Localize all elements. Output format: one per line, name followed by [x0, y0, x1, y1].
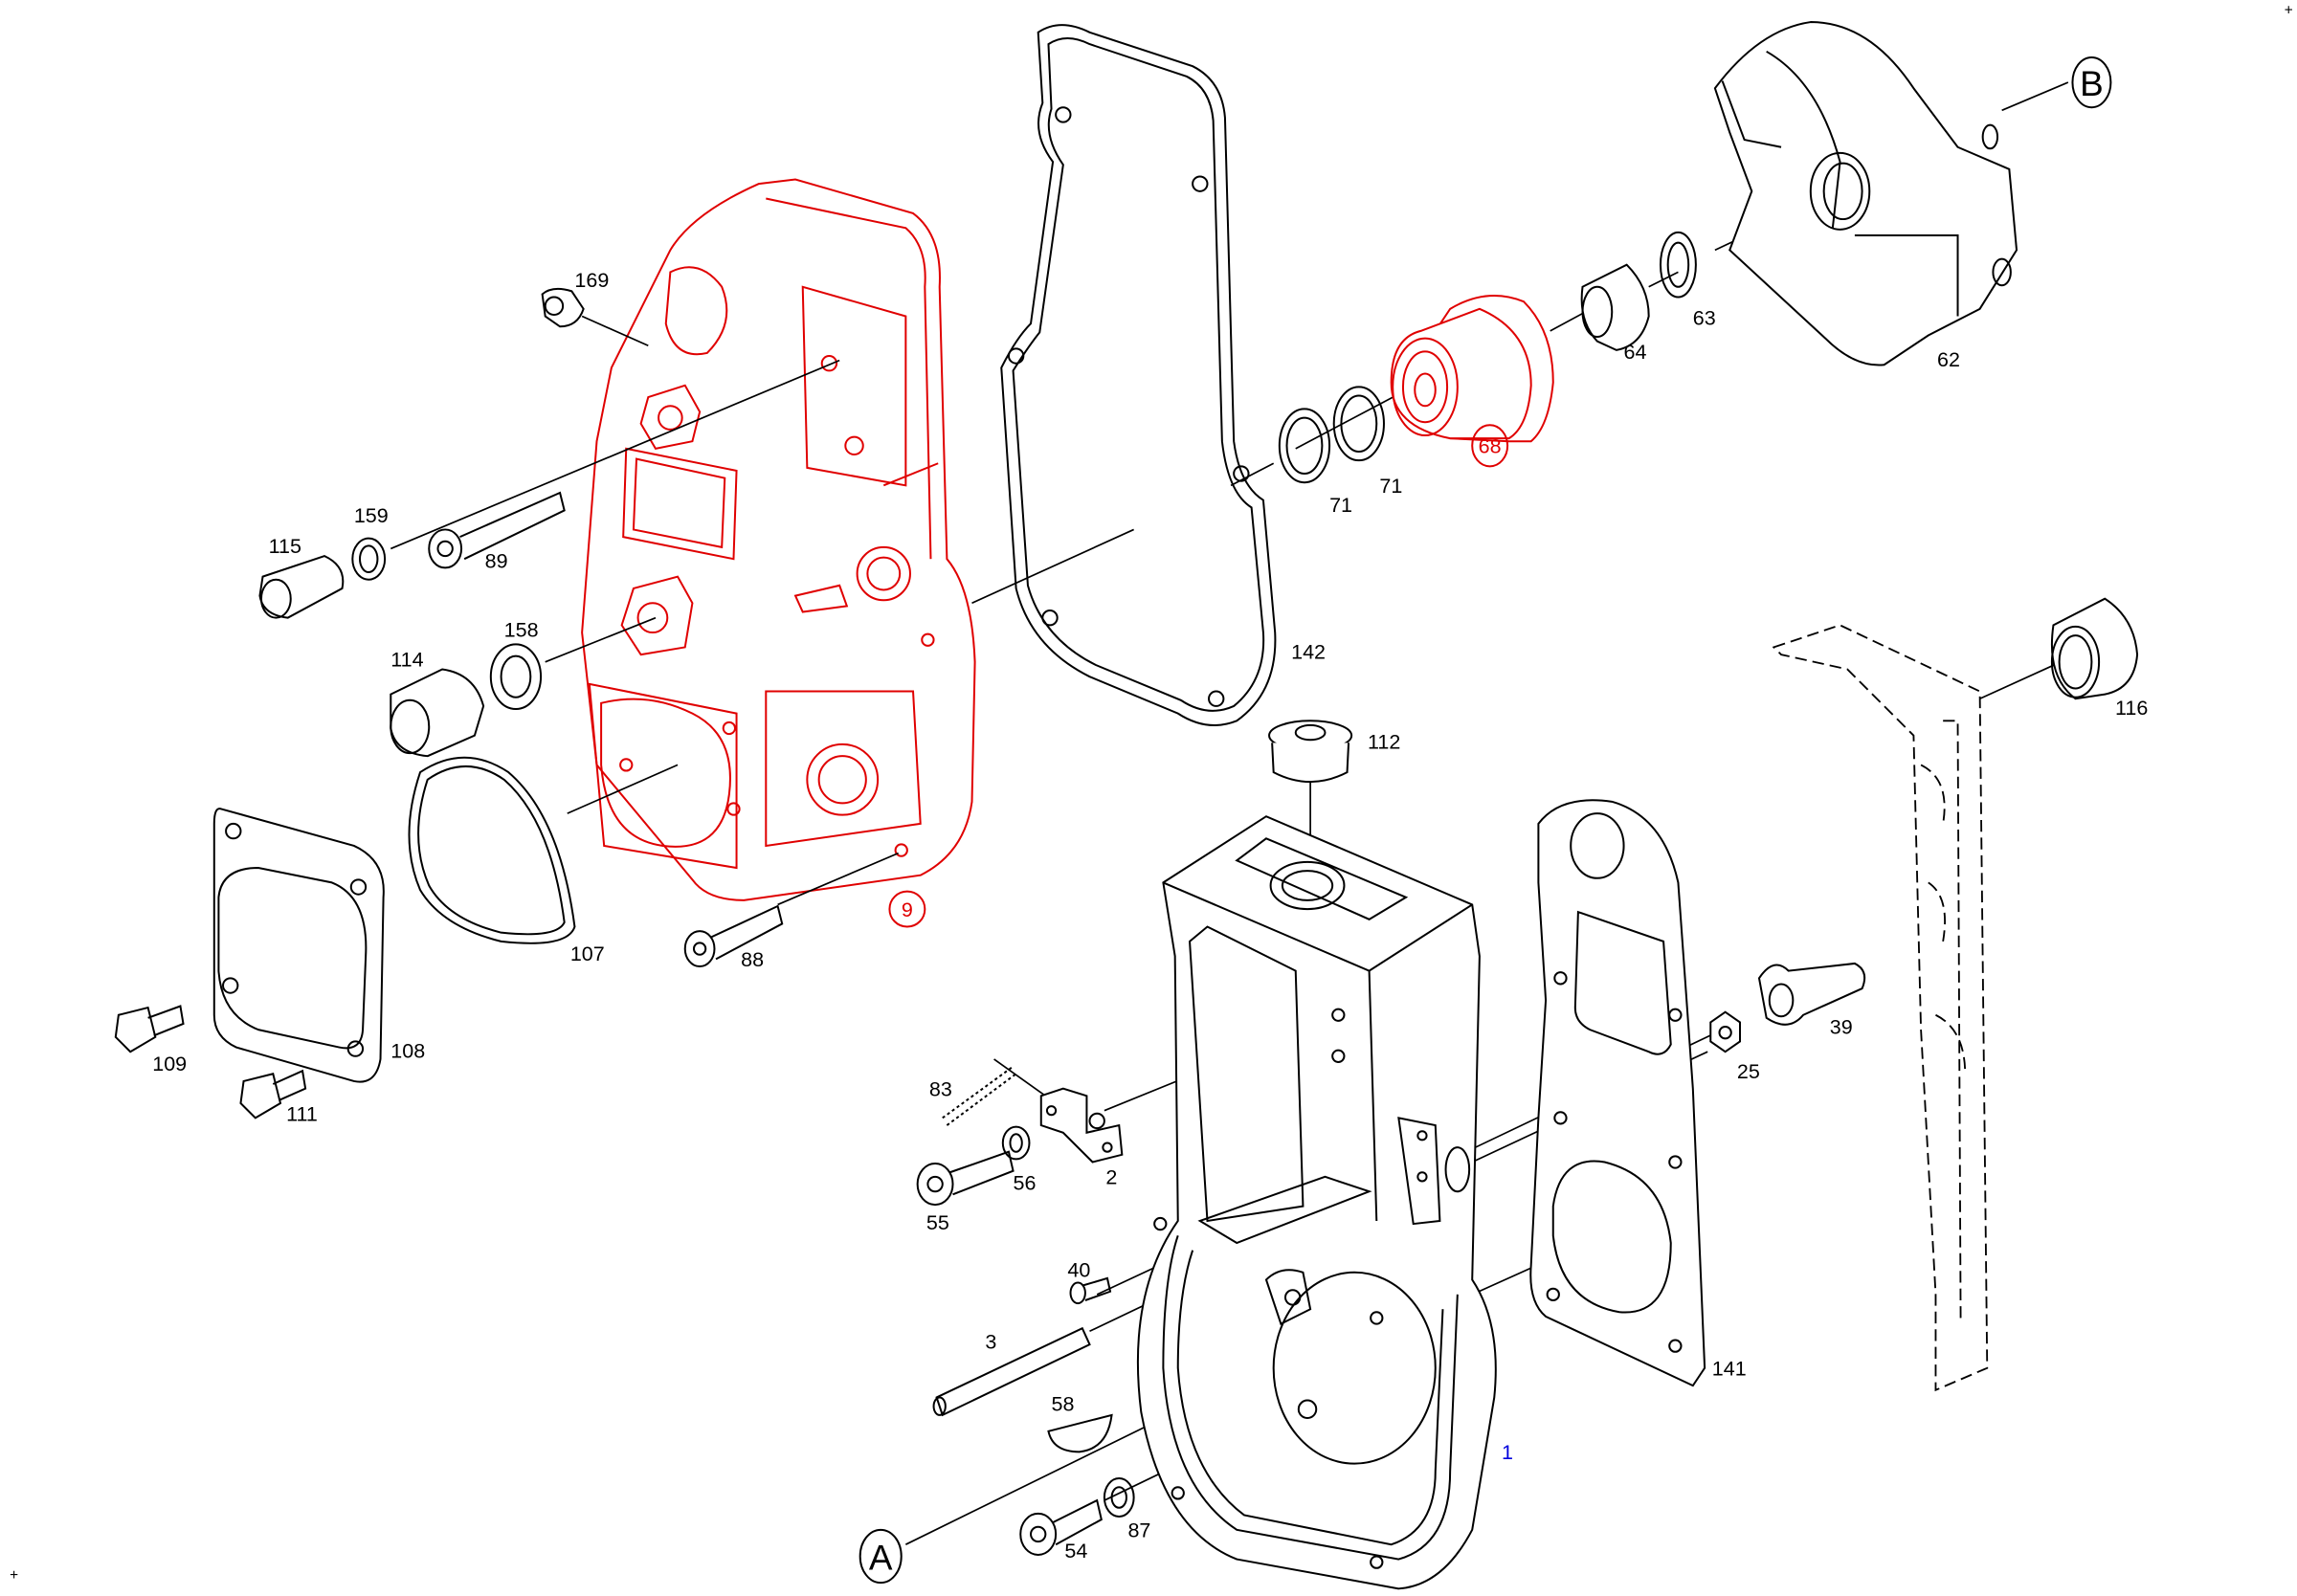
callout-label-58[interactable]: 58 [1052, 1392, 1075, 1415]
callout-label-63[interactable]: 63 [1693, 307, 1716, 330]
screw-109[interactable] [114, 1005, 185, 1053]
callout-68[interactable]: 68 [1471, 424, 1509, 468]
callout-label-25[interactable]: 25 [1737, 1060, 1760, 1083]
gasket-141[interactable] [1529, 799, 1706, 1387]
bushing-68[interactable] [1390, 295, 1554, 443]
callout-label-158[interactable]: 158 [504, 619, 539, 642]
callout-label-112[interactable]: 112 [1368, 730, 1400, 753]
callout-label-142[interactable]: 142 [1291, 641, 1326, 664]
screw-55[interactable] [916, 1150, 1015, 1207]
cap-nut-115[interactable] [258, 555, 345, 619]
corner-mark-top-right: + [2285, 2, 2293, 18]
reference-marker-A[interactable]: A [859, 1528, 903, 1585]
plug-169[interactable] [541, 287, 585, 328]
callout-label-56[interactable]: 56 [1014, 1172, 1037, 1195]
callout-label-71-b[interactable]: 71 [1379, 475, 1402, 498]
callout-label-1[interactable]: 1 [1502, 1441, 1513, 1464]
rack-rod-dashed[interactable] [1772, 624, 1989, 1392]
callout-label-109[interactable]: 109 [152, 1053, 187, 1075]
key-58[interactable] [1047, 1413, 1113, 1453]
callout-label-111[interactable]: 111 [286, 1102, 318, 1125]
callout-label-116[interactable]: 116 [2115, 697, 2148, 720]
callout-label-141[interactable]: 141 [1712, 1357, 1747, 1380]
callout-label-55[interactable]: 55 [926, 1211, 949, 1234]
callout-labels: 169 159 115 89 158 114 107 88 109 108 11… [152, 269, 2148, 1563]
washer-56[interactable] [1001, 1125, 1031, 1161]
pin-40[interactable] [1069, 1276, 1112, 1305]
callout-label-89[interactable]: 89 [485, 549, 508, 572]
nut-64[interactable] [1580, 263, 1650, 351]
gasket-142[interactable] [1000, 24, 1277, 726]
callout-label-108[interactable]: 108 [390, 1039, 425, 1062]
washer-71-a[interactable] [1278, 408, 1331, 484]
corner-mark-bottom-left: + [10, 1567, 18, 1584]
screw-111[interactable] [239, 1069, 307, 1119]
callout-label-115[interactable]: 115 [269, 535, 301, 558]
ring-63[interactable] [1659, 231, 1697, 299]
callout-label-9: 9 [902, 898, 913, 921]
washer-158[interactable] [489, 643, 543, 710]
cover-108[interactable] [212, 808, 385, 1083]
callout-label-39[interactable]: 39 [1830, 1016, 1853, 1039]
reference-marker-B[interactable]: B [2071, 55, 2112, 109]
washer-159[interactable] [351, 537, 387, 581]
screw-54[interactable] [1019, 1498, 1103, 1556]
screw-89[interactable] [428, 491, 566, 569]
callout-label-107[interactable]: 107 [570, 942, 605, 965]
bracket-62[interactable] [1713, 21, 2018, 366]
washer-71-b[interactable] [1332, 386, 1385, 462]
callout-label-64[interactable]: 64 [1624, 341, 1647, 364]
plug-112[interactable] [1268, 720, 1353, 784]
pump-housing-9[interactable] [581, 178, 976, 901]
nut-25[interactable] [1709, 1010, 1742, 1053]
plate-2[interactable] [1039, 1087, 1124, 1164]
reference-marker-label-B: B [2080, 64, 2104, 103]
callout-9[interactable]: 9 [888, 890, 926, 928]
callout-label-71-a[interactable]: 71 [1329, 494, 1352, 517]
main-housing-1[interactable] [1136, 815, 1497, 1590]
o-ring-107[interactable] [408, 756, 576, 944]
washer-87[interactable] [1103, 1477, 1135, 1518]
callout-label-3[interactable]: 3 [985, 1331, 996, 1354]
callout-label-83[interactable]: 83 [929, 1077, 952, 1100]
callout-label-62[interactable]: 62 [1937, 348, 1960, 371]
reference-marker-label-A: A [869, 1538, 893, 1577]
lever-39[interactable] [1757, 962, 1866, 1026]
callout-label-87[interactable]: 87 [1127, 1519, 1150, 1542]
callout-label-114[interactable]: 114 [390, 648, 423, 671]
callout-label-68: 68 [1479, 434, 1502, 457]
callout-label-54[interactable]: 54 [1064, 1540, 1087, 1563]
callout-label-88[interactable]: 88 [741, 948, 764, 971]
callout-label-159[interactable]: 159 [354, 504, 389, 527]
screw-88[interactable] [683, 904, 784, 968]
callout-label-169[interactable]: 169 [574, 269, 609, 292]
callout-label-2[interactable]: 2 [1105, 1166, 1117, 1189]
sleeve-116[interactable] [2050, 597, 2139, 700]
cap-nut-114[interactable] [390, 668, 485, 758]
callout-label-40[interactable]: 40 [1067, 1258, 1090, 1281]
stud-3[interactable] [932, 1326, 1091, 1417]
spring-83[interactable] [942, 1065, 1017, 1126]
